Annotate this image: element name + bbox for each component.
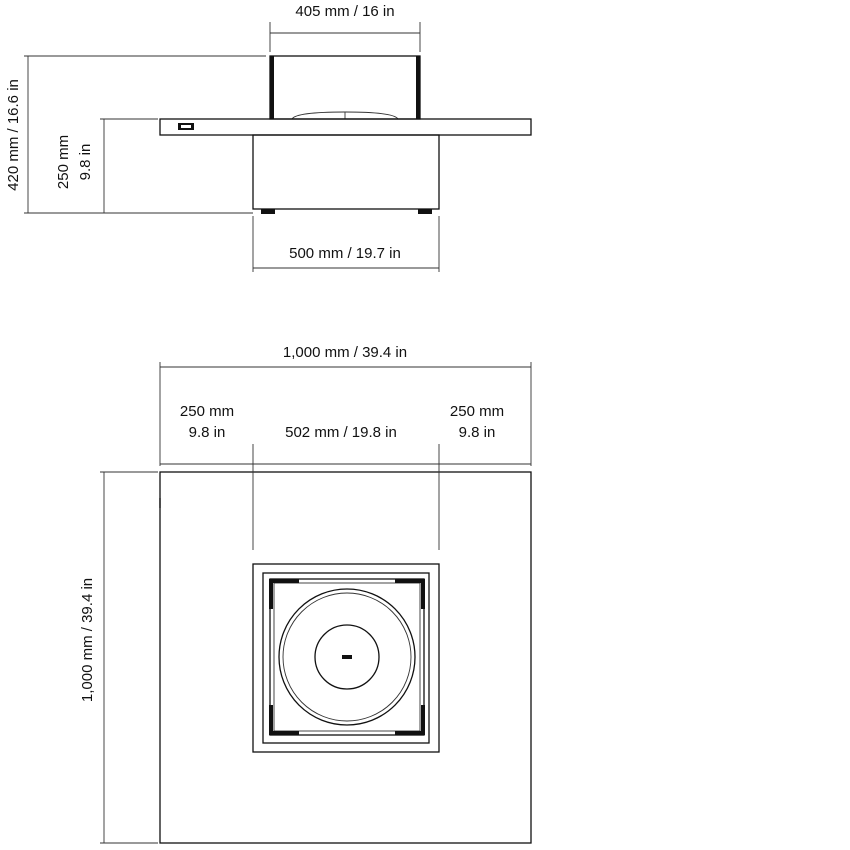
- glass-wind-guard: [269, 55, 421, 120]
- corner-bracket-bl: [269, 705, 299, 735]
- right-margin-label-in: 9.8 in: [459, 424, 496, 441]
- total-height-label: 420 mm / 16.6 in: [5, 79, 22, 191]
- burner-frame-inner: [262, 572, 430, 744]
- top-view: 1,000 mm / 39.4 in 250 mm 9.8 in 502 mm …: [79, 344, 532, 844]
- foot-right: [418, 209, 432, 214]
- glass-guard-top-view: [269, 578, 425, 736]
- left-margin-label-in: 9.8 in: [189, 424, 226, 441]
- base-height-label-in: 9.8 in: [77, 144, 94, 181]
- burner-bowl-outer: [278, 588, 416, 726]
- corner-bracket-tr: [395, 579, 425, 609]
- burner-bowl-inner: [282, 592, 412, 722]
- table-top: [159, 118, 532, 136]
- control-knob-slot: [181, 125, 191, 128]
- table-top-outline: [159, 471, 532, 844]
- burner-center: [342, 655, 352, 659]
- corner-bracket-br: [395, 705, 425, 735]
- left-margin-label-mm: 250 mm: [180, 403, 234, 420]
- base-height-label-mm: 250 mm: [55, 135, 72, 189]
- center-width-label: 502 mm / 19.8 in: [285, 424, 397, 441]
- total-width-label: 1,000 mm / 39.4 in: [283, 344, 407, 361]
- right-margin-label-mm: 250 mm: [450, 403, 504, 420]
- burner-ring: [314, 624, 380, 690]
- glass-right-edge: [416, 56, 420, 119]
- foot-left: [261, 209, 275, 214]
- total-depth-label: 1,000 mm / 39.4 in: [79, 578, 96, 702]
- side-view: 405 mm / 16 in 420 mm / 16.6 in 250 mm 9…: [5, 3, 532, 272]
- glass-guard-inner: [273, 582, 421, 732]
- table-base: [252, 134, 440, 210]
- corner-bracket-tl: [269, 579, 299, 609]
- burner-frame-outer: [252, 563, 440, 753]
- glass-width-label: 405 mm / 16 in: [295, 3, 394, 20]
- glass-left-edge: [270, 56, 274, 119]
- base-width-label: 500 mm / 19.7 in: [289, 245, 401, 262]
